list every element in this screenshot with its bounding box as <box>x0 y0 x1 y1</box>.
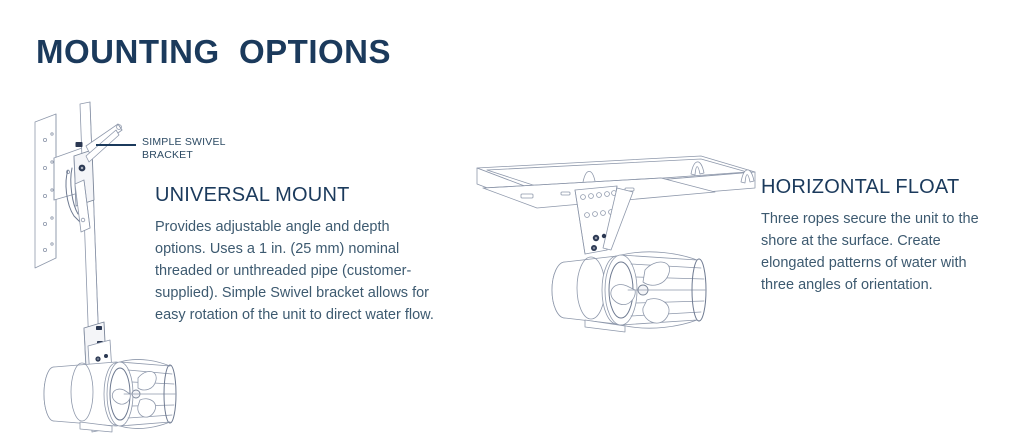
callout-label: SIMPLE SWIVEL BRACKET <box>142 136 226 162</box>
universal-mount-heading: UNIVERSAL MOUNT <box>155 184 350 206</box>
section-universal-mount: UNIVERSAL MOUNT Provides adjustable angl… <box>155 183 435 326</box>
page-title: MOUNTING OPTIONS <box>36 33 391 70</box>
callout-simple-swivel-bracket: SIMPLE SWIVEL BRACKET <box>96 136 226 163</box>
universal-mount-body: Provides adjustable angle and depth opti… <box>155 219 434 324</box>
horizontal-float-heading: HORIZONTAL FLOAT <box>761 176 960 198</box>
callout-leader-line <box>96 144 136 146</box>
section-horizontal-float: HORIZONTAL FLOAT Three ropes secure the … <box>761 175 993 296</box>
horizontal-float-diagram <box>476 155 756 333</box>
universal-mount-diagram <box>34 101 177 433</box>
horizontal-float-body: Three ropes secure the unit to the shore… <box>761 211 979 294</box>
